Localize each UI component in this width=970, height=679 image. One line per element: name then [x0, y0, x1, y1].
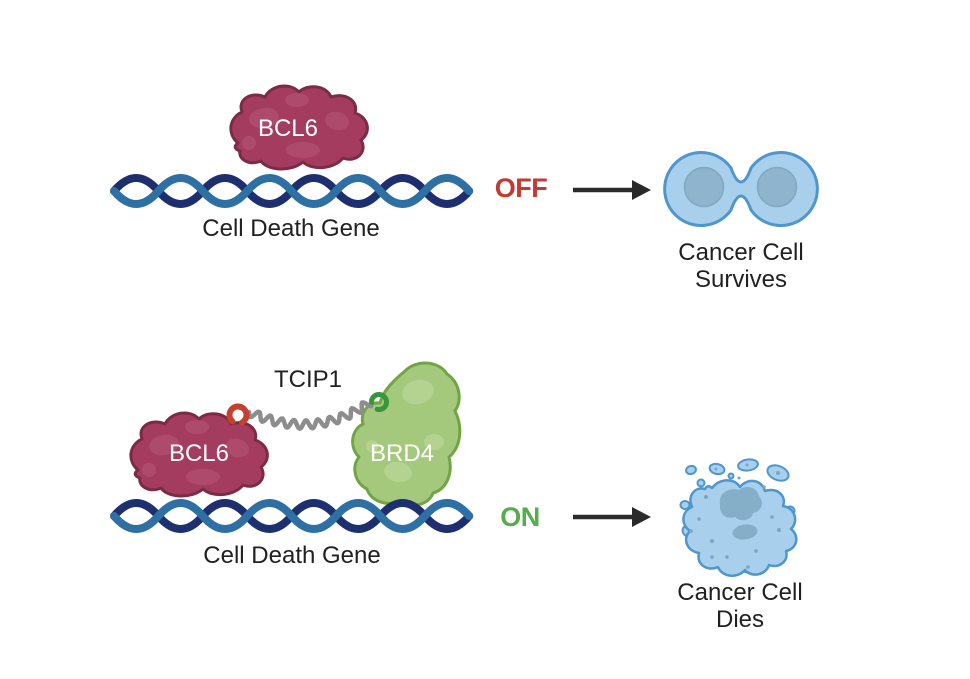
state-label-off: OFF: [495, 173, 548, 203]
dna-helix-bottom: [110, 499, 474, 533]
brd4-blob-body: [351, 361, 462, 507]
dying-cancer-cell: [679, 458, 798, 577]
brd4-texture: [366, 379, 444, 483]
bcl6-label-bottom: BCL6: [169, 440, 229, 467]
debris-dots: [689, 463, 781, 569]
bcl6-texture: [242, 93, 349, 158]
outcome-top-line1: Cancer Cell: [678, 239, 803, 266]
dividing-cancer-cell: [663, 151, 819, 227]
arrow-head: [632, 507, 651, 527]
arrow-off-to-cell: [573, 180, 651, 200]
outcome-bottom-line1: Cancer Cell: [677, 579, 802, 606]
tcip1-linker-squiggle: [246, 400, 374, 431]
panel-on-state: BCL6 BRD4 TCIP1 Cell Death Gene ON: [110, 361, 803, 633]
outcome-bottom-line2: Dies: [716, 606, 764, 633]
dna-strand-light: [110, 499, 474, 533]
panel-off-state: BCL6 Cell Death Gene OFF Cancer Cell Sur…: [110, 84, 819, 293]
debris-patches: [719, 486, 762, 540]
dna-strand-light: [110, 174, 474, 208]
tcip1-label: TCIP1: [274, 366, 342, 393]
tcip1-brd4-binder-hook: [369, 392, 389, 412]
brd4-label: BRD4: [370, 440, 434, 467]
tcip1-bcl6-binder-hook: [226, 403, 250, 427]
arrow-on-to-cell: [573, 507, 651, 527]
cell-fragment: [679, 500, 691, 510]
gene-label-bottom: Cell Death Gene: [203, 542, 380, 569]
bcl6-protein-blob: [229, 84, 369, 171]
brd4-protein-blob: [351, 361, 462, 507]
cell-fragment: [685, 464, 697, 476]
gene-label-top: Cell Death Gene: [202, 215, 379, 242]
cell-fragment: [727, 472, 735, 480]
outcome-top-line2: Survives: [695, 266, 787, 293]
bcl6-blob-body: [229, 84, 369, 171]
cell-fragment: [696, 478, 706, 488]
state-label-on: ON: [500, 502, 540, 532]
nucleus-right: [756, 166, 798, 208]
arrow-head: [632, 180, 651, 200]
bcl6-label-top: BCL6: [258, 115, 318, 142]
tcip1-molecule: [226, 392, 389, 431]
nucleus-left: [683, 166, 725, 208]
dna-helix-top: [110, 174, 474, 208]
